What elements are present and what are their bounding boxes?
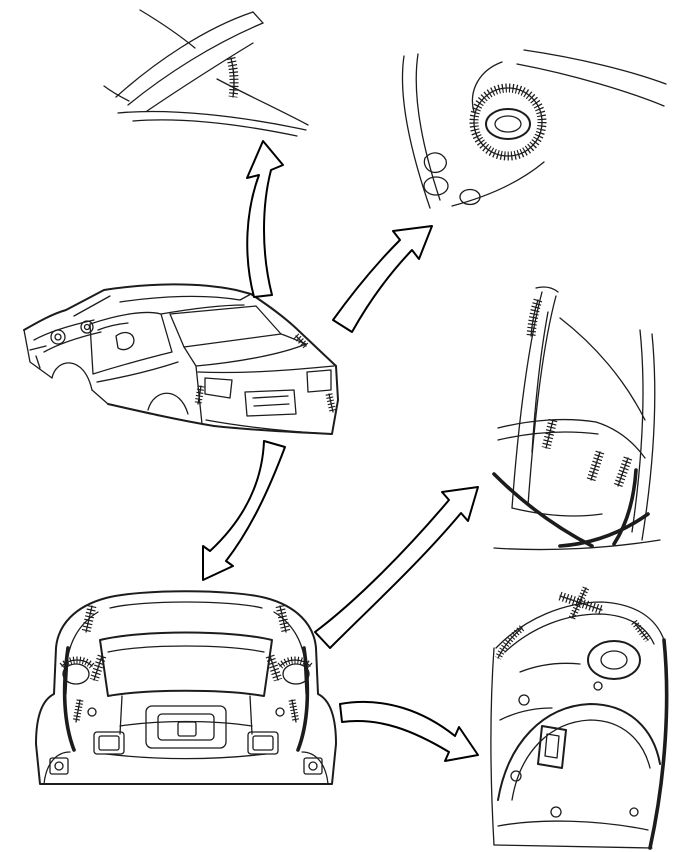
sealer-stitch-ring	[469, 83, 547, 161]
sealer-stitch-mark	[81, 604, 97, 634]
view-quarter-pillar-detail	[492, 286, 661, 551]
sealer-stitch-mark	[613, 456, 633, 488]
sealer-stitch-mark	[568, 586, 590, 620]
sealer-stitch-mark	[293, 333, 309, 349]
sealer-stitch-mark	[89, 654, 107, 682]
sealer-stitch-mark	[325, 393, 337, 413]
trunk-opening	[99, 631, 273, 735]
sealer-stitch-mark	[226, 56, 239, 98]
roof-and-glass-openings	[73, 293, 282, 348]
drain-plug-opening	[537, 725, 567, 769]
view-body-overview	[23, 283, 339, 435]
door-aperture-and-interior	[89, 304, 245, 383]
sealer-stitch-mark	[72, 699, 84, 723]
sealer-stitch-mark	[288, 699, 300, 723]
arrow-down-to-rear-body-icon	[202, 440, 286, 581]
wheel-housing-line-work	[490, 601, 669, 850]
sealer-stitch-mark	[558, 591, 604, 615]
arrow-up-to-roof-rail-icon	[246, 140, 284, 298]
body-silhouette	[23, 283, 339, 435]
arrow-right-to-wheel-housing-icon	[339, 700, 479, 762]
rear-deck-and-panel	[183, 333, 335, 435]
sealer-stitch-mark	[265, 654, 283, 682]
sealer-stitch-mark	[494, 625, 525, 660]
sealer-stitch-mark	[526, 298, 543, 337]
view-fuel-filler-detail	[401, 49, 667, 209]
sealer-stitch-mark	[59, 656, 95, 669]
view-roof-rail-detail	[103, 9, 309, 137]
floor-and-rails-detail	[49, 705, 323, 775]
taillight-openings	[62, 646, 310, 752]
view-wheel-housing-detail	[490, 586, 669, 850]
arrow-up-right-to-fuel-filler-icon	[332, 225, 433, 333]
arrow-up-right-to-quarter-pillar-icon	[314, 486, 479, 649]
rear-body-silhouette	[35, 590, 337, 785]
roof-rail-line-work	[103, 9, 309, 137]
quarter-panel-line-work	[401, 49, 667, 209]
engine-bay-detail	[29, 319, 102, 369]
fuel-filler-opening	[485, 108, 531, 140]
sealer-stitch-mark	[541, 418, 558, 450]
sealer-stitch-mark	[277, 656, 313, 669]
sealer-stitch-mark	[586, 450, 605, 482]
housing-access-opening	[587, 640, 641, 680]
sealer-stitch-mark	[275, 604, 291, 634]
sealer-stitch-mark	[194, 385, 205, 405]
callout-arrows	[202, 140, 479, 762]
sealer-stitch-mark	[631, 619, 651, 643]
view-rear-body	[35, 590, 337, 785]
pillar-line-work	[492, 286, 661, 551]
